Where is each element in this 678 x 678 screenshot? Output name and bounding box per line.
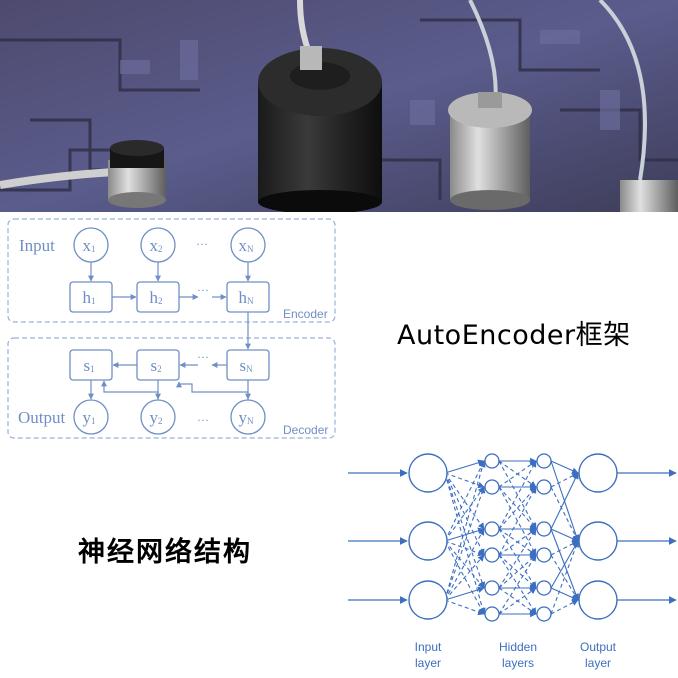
node-label-x2: x2 xyxy=(150,236,163,255)
connection xyxy=(550,540,579,556)
ellipsis: ··· xyxy=(196,237,208,251)
hidden-node xyxy=(484,580,500,596)
encoder-decoder-diagram: Input Output Encoder Decoder ··· ··· ···… xyxy=(7,218,336,439)
ellipsis: ··· xyxy=(197,413,209,427)
encoder-box xyxy=(7,218,336,323)
hidden-layers-label: layers xyxy=(502,656,534,670)
sensor-cable xyxy=(0,168,116,189)
connection xyxy=(550,486,579,542)
ellipsis: ··· xyxy=(197,350,209,364)
connection xyxy=(444,472,486,589)
output-layer-label: layer xyxy=(585,656,611,670)
connection xyxy=(498,587,537,615)
connection xyxy=(444,460,486,601)
decoder-box xyxy=(7,337,336,439)
board-pads xyxy=(120,30,620,130)
connection xyxy=(444,586,485,601)
connection xyxy=(550,460,579,474)
connection xyxy=(498,460,537,488)
neural-network-title: 神经网络结构 xyxy=(78,537,252,568)
diagram-arrows xyxy=(88,262,251,400)
node-label-s1: s1 xyxy=(83,356,94,375)
connection xyxy=(498,528,537,589)
input-node xyxy=(408,521,448,561)
input-node xyxy=(408,453,448,493)
hidden-node xyxy=(536,547,552,563)
output-label: Output xyxy=(18,408,66,427)
connection xyxy=(498,554,537,615)
ellipsis: ··· xyxy=(197,283,209,297)
node-label-y1: y1 xyxy=(83,408,96,427)
connection xyxy=(444,554,485,601)
connection xyxy=(444,472,485,530)
input-layer-label: layer xyxy=(415,656,441,670)
hidden-node xyxy=(484,606,500,622)
node-label-x1: x1 xyxy=(83,236,96,255)
input-layer-label: Input xyxy=(415,640,442,654)
connection xyxy=(550,554,579,601)
decoder-label: Decoder xyxy=(283,423,328,437)
connection xyxy=(444,460,485,542)
node-label-yn: yN xyxy=(239,408,255,427)
hidden-node xyxy=(536,580,552,596)
connection xyxy=(550,472,579,530)
node-label-s2: s2 xyxy=(150,356,161,375)
encoder-label: Encoder xyxy=(283,307,328,321)
connection xyxy=(550,599,579,615)
node-label-sn: sN xyxy=(239,356,253,375)
connection xyxy=(444,459,485,474)
connection xyxy=(444,540,485,589)
connection xyxy=(498,460,537,530)
input-node xyxy=(408,580,448,620)
input-label: Input xyxy=(19,236,55,255)
connection xyxy=(498,486,537,556)
connection xyxy=(498,528,537,589)
connection xyxy=(444,527,485,542)
hidden-node xyxy=(484,547,500,563)
hidden-node xyxy=(536,453,552,469)
connection xyxy=(444,599,485,616)
hidden-node xyxy=(484,479,500,495)
neural-network-diagram: Input layer Hidden layers Output layer xyxy=(348,453,677,670)
hidden-layers-label: Hidden xyxy=(499,640,537,654)
connection xyxy=(550,528,579,542)
autoencoder-title: AutoEncoder框架 xyxy=(397,320,631,351)
small-sensor xyxy=(108,140,166,208)
connection xyxy=(444,472,485,556)
output-layer-label: Output xyxy=(580,640,617,654)
output-node-y1 xyxy=(73,399,109,435)
node-label-xn: xN xyxy=(239,236,255,255)
output-node xyxy=(578,453,618,493)
cylinder-sensor xyxy=(258,46,382,212)
output-node xyxy=(578,521,618,561)
connection xyxy=(444,486,486,601)
node-label-y2: y2 xyxy=(150,408,163,427)
node-label-h1: h1 xyxy=(83,288,96,307)
connection xyxy=(498,528,537,556)
hidden-node xyxy=(536,521,552,537)
connection xyxy=(498,486,537,530)
hidden-node xyxy=(536,606,552,622)
connection xyxy=(550,587,579,601)
connection xyxy=(498,554,537,589)
output-node xyxy=(578,580,618,620)
sensor-photo xyxy=(0,0,678,212)
node-label-h2: h2 xyxy=(150,288,163,307)
connection xyxy=(550,472,579,488)
steel-sensor xyxy=(448,92,532,210)
hidden-node xyxy=(484,521,500,537)
steel-sensor xyxy=(620,180,678,212)
node-label-hn: hN xyxy=(239,288,255,307)
connection xyxy=(498,554,537,615)
connection xyxy=(550,540,579,589)
sensor-cable xyxy=(598,0,647,181)
connection xyxy=(550,540,580,615)
connection xyxy=(444,472,485,489)
connection xyxy=(498,486,537,530)
hidden-node xyxy=(484,453,500,469)
hidden-node xyxy=(536,479,552,495)
